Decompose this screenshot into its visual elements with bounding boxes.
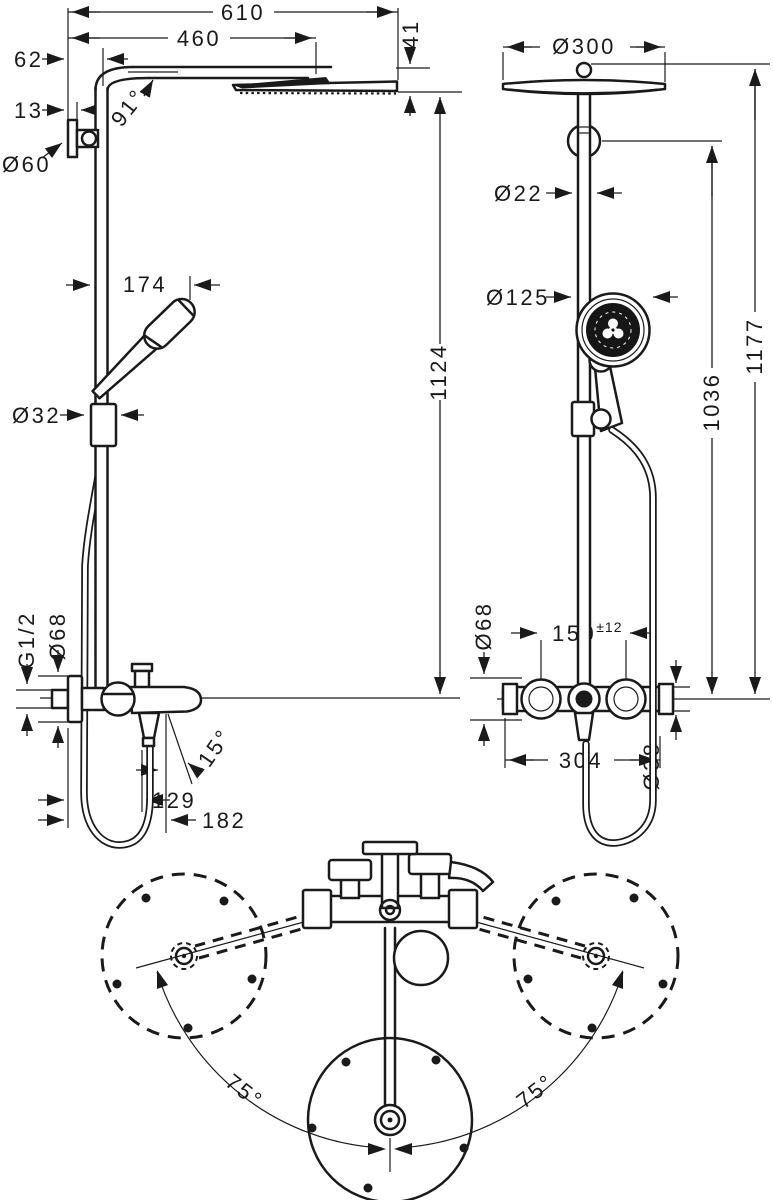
dim-union-dia: Ø38 [639, 660, 682, 791]
shower-head-disc [501, 78, 667, 96]
dim-wall-to-pipe: 62 [14, 47, 128, 72]
dim-pipe-dia: Ø22 [494, 181, 622, 206]
swiveled-head-left [100, 872, 268, 1040]
supply-stub [50, 688, 70, 710]
front-view: Ø300 1177 1036 Ø22 Ø125 [470, 34, 770, 847]
dim-head-drop: 41 [398, 19, 423, 116]
dim-41-label: 41 [398, 19, 423, 48]
dim-arm-total: 610 [68, 0, 398, 25]
handle-left-plan [327, 858, 373, 882]
dim-182-label: 182 [202, 808, 246, 833]
valve-end-left [501, 682, 519, 716]
dim-spout-reach: 129 [38, 788, 196, 813]
handle-right-plan [407, 852, 453, 876]
lever-plan [447, 860, 495, 893]
volume-handle [605, 678, 647, 720]
mixer-valve-front [501, 678, 675, 742]
dim-wall-plate-dia: Ø60 [2, 142, 63, 177]
shower-head-plate [231, 80, 399, 93]
dim-460-label: 460 [177, 26, 221, 51]
dim-arm-to-head-center: 460 [68, 26, 316, 51]
hose-nipple [141, 736, 156, 748]
dim-escutcheon-front: Ø68 [471, 601, 496, 746]
bath-spout-side [128, 685, 203, 715]
dim-bracket-offset: 13 [14, 98, 102, 123]
dim-150-tolerance: ±12 [596, 619, 622, 635]
shower-hose-front [582, 426, 657, 847]
dim-68-front-label: Ø68 [471, 601, 496, 650]
dim-91-label: 91° [106, 84, 151, 132]
slider-holder-side [89, 402, 118, 448]
dim-hook-height: 1036 [699, 146, 724, 694]
arm-mount-plan [361, 840, 419, 856]
overhead-shower-front [501, 61, 667, 96]
dim-13-label: 13 [14, 98, 43, 123]
diverter-knob [133, 669, 151, 690]
spout-knob-plan [392, 929, 450, 987]
swivel-arc-left: 75° [156, 970, 386, 1155]
hose-outlet-front [573, 711, 595, 742]
dim-300-label: Ø300 [552, 34, 616, 59]
wall-bracket-side [66, 118, 100, 159]
dim-escutcheon-side: Ø68 [45, 611, 70, 748]
riser-pipe-front [576, 93, 592, 690]
hose-outlet-cone [137, 711, 161, 740]
overhead-shower-side [131, 65, 399, 95]
dim-62-label: 62 [14, 47, 43, 72]
swiveled-head-right [512, 872, 680, 1040]
side-view: 610 460 41 62 13 [2, 0, 462, 849]
dim-610-label: 610 [221, 0, 265, 25]
dim-174-label: 174 [123, 272, 167, 297]
swivel-arc-right: 75° [394, 970, 624, 1155]
dim-32-label: Ø32 [12, 403, 61, 428]
mixer-valve-plan [301, 840, 495, 987]
dim-1177-label: 1177 [742, 317, 767, 374]
slider-hook [590, 408, 612, 430]
dim-arm-angle: 91° [106, 79, 154, 132]
dim-1124-label: 1124 [426, 343, 451, 400]
dim-22-label: Ø22 [494, 181, 543, 206]
dim-125-label: Ø125 [486, 285, 550, 310]
mixer-valve-side [50, 662, 203, 748]
thermostat-handle-side [100, 681, 136, 717]
dim-minus15-label: -15° [187, 724, 237, 780]
dim-spout-total: 182 [38, 808, 246, 833]
arm-joint-knob [575, 61, 593, 79]
dim-head-to-valve: 1124 [426, 97, 451, 694]
spray-face-texture [239, 91, 397, 95]
shower-hose-side [80, 444, 154, 849]
wall-escutcheon-side [66, 674, 84, 724]
hand-shower-side [91, 297, 196, 400]
plan-view: 75° 75° [100, 840, 680, 1200]
dim-slider-dia: Ø32 [12, 403, 144, 428]
dim-75-left-label: 75° [221, 1069, 269, 1114]
shower-head-wedge [233, 77, 331, 89]
dim-total-height: 1177 [742, 69, 767, 694]
dim-304-label: 304 [559, 748, 603, 773]
temperature-handle [520, 678, 562, 720]
dim-handshower-projection: 174 [66, 272, 220, 297]
head-position-center [306, 1036, 474, 1200]
dim-g12-label: G1/2 [14, 611, 39, 669]
dim-supply-thread: G1/2 [14, 611, 39, 736]
dim-1036-label: 1036 [699, 373, 724, 432]
dim-valve-width: 304 [505, 748, 660, 773]
hand-shower-front [570, 292, 651, 438]
dim-68-side-label: Ø68 [45, 611, 70, 660]
dim-handshower-dia: Ø125 [486, 285, 678, 310]
dim-60-label: Ø60 [2, 152, 51, 177]
dim-129-label: 129 [152, 788, 196, 813]
dim-75-right-label: 75° [512, 1069, 560, 1114]
valve-end-right [657, 682, 675, 716]
dim-head-dia: Ø300 [503, 34, 665, 59]
